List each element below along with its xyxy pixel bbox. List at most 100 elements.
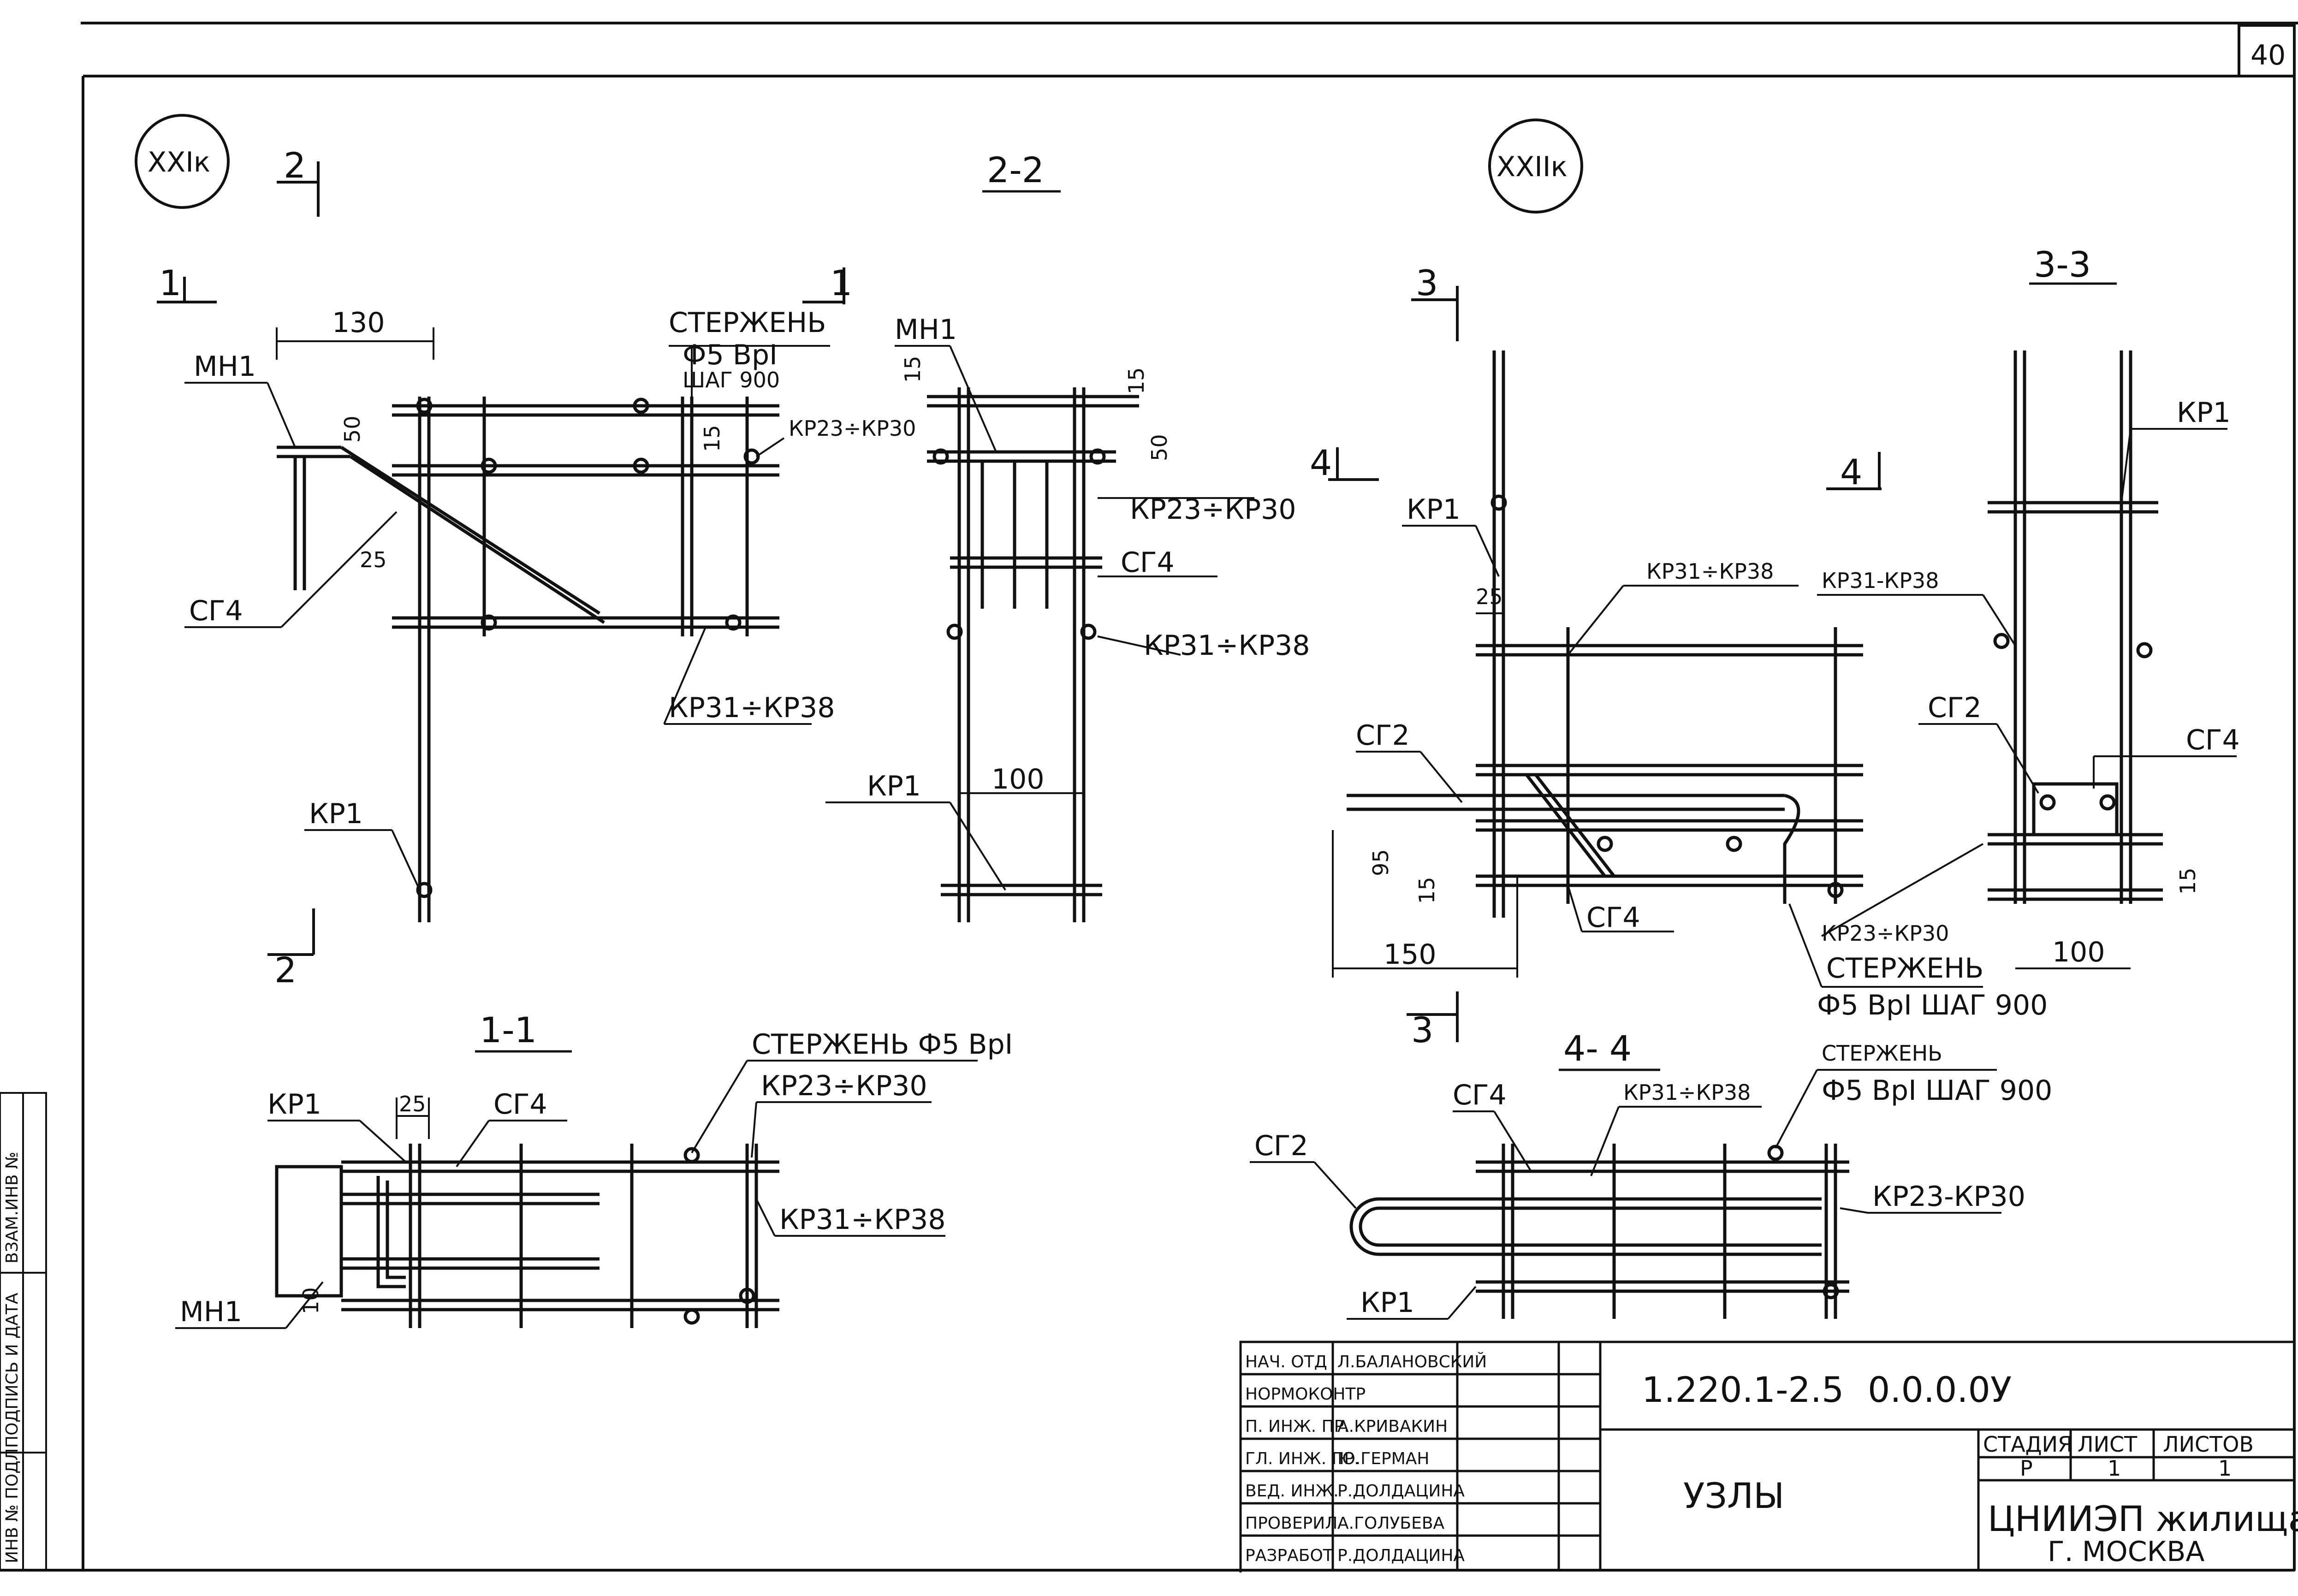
s33-label-kp1: КР1	[2177, 397, 2231, 429]
cut-mark-3-top: 3	[1416, 262, 1438, 303]
s11-dim-25: 25	[399, 1092, 426, 1116]
tb-sheets: 1	[2218, 1456, 2232, 1481]
tb-sheet: 1	[2108, 1456, 2121, 1481]
xxii-dim-150: 150	[1384, 938, 1437, 971]
xxi-label-sg4: СГ4	[189, 595, 243, 627]
xxi-label-kp23-30: КР23÷КР30	[789, 416, 916, 441]
s22-label-sg4: СГ4	[1121, 546, 1175, 579]
xxii-label-rod-spec-step: Ф5 ВрI ШАГ 900	[1817, 989, 2048, 1021]
s44-label-rod-word: СТЕРЖЕНЬ	[1822, 1041, 1942, 1066]
s11-label-kp31-38: КР31÷КР38	[779, 1204, 946, 1236]
xxii-label-sg4: СГ4	[1586, 902, 1640, 934]
leaders-xxi	[184, 327, 830, 890]
s11-label-kp1: КР1	[267, 1088, 321, 1121]
xxi-label-rod-step: ШАГ 900	[683, 368, 780, 392]
xxii-label-rod-word: СТЕРЖЕНЬ	[1826, 952, 1983, 985]
xxi-label-mn1: МН1	[194, 350, 256, 383]
leaders-3-3	[1817, 428, 2237, 969]
tb-name-4: Р.ДОЛДАЦИНА	[1337, 1482, 1465, 1501]
view-xxi-elevation	[277, 397, 779, 922]
xxii-dim-25: 25	[1476, 584, 1503, 609]
xxi-label-rod-spec: Ф5 ВрI	[683, 339, 778, 371]
s11-label-sg4: СГ4	[493, 1088, 547, 1121]
xxii-label-kp31-38: КР31÷КР38	[1646, 559, 1774, 584]
tb-stage-label: СТАДИЯ	[1983, 1432, 2072, 1457]
view-section-3-3	[1988, 350, 2163, 904]
section-title-2-2: 2-2	[987, 149, 1044, 190]
tb-city: Г. МОСКВА	[2048, 1536, 2204, 1568]
sheet-number: 40	[2250, 39, 2286, 71]
stamp-inv-podl: ИНВ № ПОДЛ	[3, 1448, 22, 1563]
section-title-3-3: 3-3	[2034, 244, 2091, 285]
leaders-xxii	[1332, 525, 1983, 988]
tb-role-0: НАЧ. ОТД	[1245, 1353, 1327, 1371]
tb-name-0: Л.БАЛАНОВСКИЙ	[1337, 1352, 1487, 1371]
tb-doc-code: 1.220.1-2.5	[1642, 1369, 1844, 1410]
cut-mark-3-bottom: 3	[1411, 1009, 1433, 1050]
xxi-dim-130: 130	[332, 307, 385, 339]
tb-name-3: Ю.ГЕРМАН	[1337, 1449, 1429, 1468]
view-section-4-4	[1349, 1144, 1849, 1319]
cut-mark-1-right: 1	[830, 262, 852, 303]
s22-dim-50: 50	[1147, 434, 1172, 461]
section-title-4-4: 4- 4	[1563, 1028, 1632, 1069]
s22-label-kp1: КР1	[867, 770, 921, 802]
s22-dim-15-left: 15	[900, 356, 925, 383]
xxi-label-kp31-38: КР31÷КР38	[669, 692, 835, 724]
cut-mark-4-left: 4	[1310, 442, 1332, 483]
xxi-dim-25: 25	[360, 547, 387, 572]
stamp-sign-date: ПОДПИСЬ И ДАТА	[3, 1293, 22, 1448]
s11-label-kp23-30: КР23÷КР30	[761, 1070, 927, 1102]
s44-label-sg2: СГ2	[1254, 1130, 1308, 1162]
s22-label-kp31-38: КР31÷КР38	[1144, 629, 1310, 662]
s22-dim-100: 100	[992, 763, 1045, 795]
node-marker-xxii: XXIIк	[1488, 119, 1583, 214]
tb-org: ЦНИИЭП жилища	[1988, 1498, 2298, 1539]
s11-label-mn1: МН1	[180, 1296, 242, 1328]
node-b-label: XXIIк	[1496, 151, 1568, 183]
s33-label-kp31-38: КР31-КР38	[1822, 568, 1939, 593]
s44-label-kp23-30: КР23-КР30	[1872, 1181, 2025, 1213]
tb-role-3: ГЛ. ИНЖ. ПР.	[1245, 1449, 1360, 1468]
cut-marks	[157, 161, 1882, 1042]
tb-role-6: РАЗРАБОТ	[1245, 1546, 1334, 1565]
side-stamp: ИНВ № ПОДЛ ПОДПИСЬ И ДАТА ВЗАМ.ИНВ №	[0, 1092, 47, 1571]
tb-name-6: Р.ДОЛДАЦИНА	[1337, 1546, 1465, 1565]
s33-label-sg4: СГ4	[2186, 724, 2240, 756]
xxii-label-sg2: СГ2	[1356, 719, 1410, 752]
xxii-dim-95: 95	[1368, 849, 1393, 876]
s44-label-sg4: СГ4	[1453, 1079, 1507, 1111]
tb-role-4: ВЕД. ИНЖ.	[1245, 1482, 1339, 1501]
s22-label-kp23-30: КР23÷КР30	[1130, 493, 1296, 526]
xxii-label-kp1: КР1	[1407, 493, 1461, 526]
s33-dim-100: 100	[2052, 936, 2105, 968]
title-block: НАЧ. ОТД Л.БАЛАНОВСКИЙ НОРМОКОНТР П. ИНЖ…	[1239, 1341, 2298, 1572]
node-a-label: XXIк	[148, 146, 210, 178]
s11-dim-10: 10	[298, 1287, 323, 1314]
s33-label-kp23-30: КР23÷КР30	[1822, 921, 1949, 946]
tb-role-2: П. ИНЖ. ПР.	[1245, 1417, 1349, 1436]
tb-role-1: НОРМОКОНТР	[1245, 1385, 1366, 1404]
view-section-2-2	[927, 387, 1139, 922]
tb-sheets-label: ЛИСТОВ	[2163, 1432, 2254, 1457]
tb-sheet-title: УЗЛЫ	[1683, 1475, 1784, 1516]
tb-name-2: А.КРИВАКИН	[1337, 1417, 1448, 1436]
cut-mark-2-bottom: 2	[274, 949, 297, 991]
cut-mark-1-left: 1	[159, 262, 181, 303]
xxi-dim-50: 50	[340, 415, 365, 443]
stamp-vzam-inv: ВЗАМ.ИНВ №	[3, 1152, 22, 1264]
xxi-dim-15: 15	[700, 425, 724, 452]
tb-name-5: А.ГОЛУБЕВА	[1337, 1514, 1445, 1533]
cut-mark-4-right: 4	[1840, 451, 1862, 492]
s22-dim-15-right: 15	[1124, 367, 1149, 394]
section-title-1-1: 1-1	[480, 1009, 537, 1050]
s22-label-mn1: МН1	[895, 314, 957, 346]
leaders-1-1	[175, 1060, 978, 1329]
leaders-2-2	[825, 345, 1254, 891]
tb-sheet-label: ЛИСТ	[2078, 1432, 2138, 1457]
view-xxii-elevation	[1347, 350, 1863, 918]
s33-label-sg2: СГ2	[1928, 692, 1982, 724]
xxi-label-kp1: КР1	[309, 798, 363, 830]
xxi-label-rod-word: СТЕРЖЕНЬ	[669, 307, 826, 339]
